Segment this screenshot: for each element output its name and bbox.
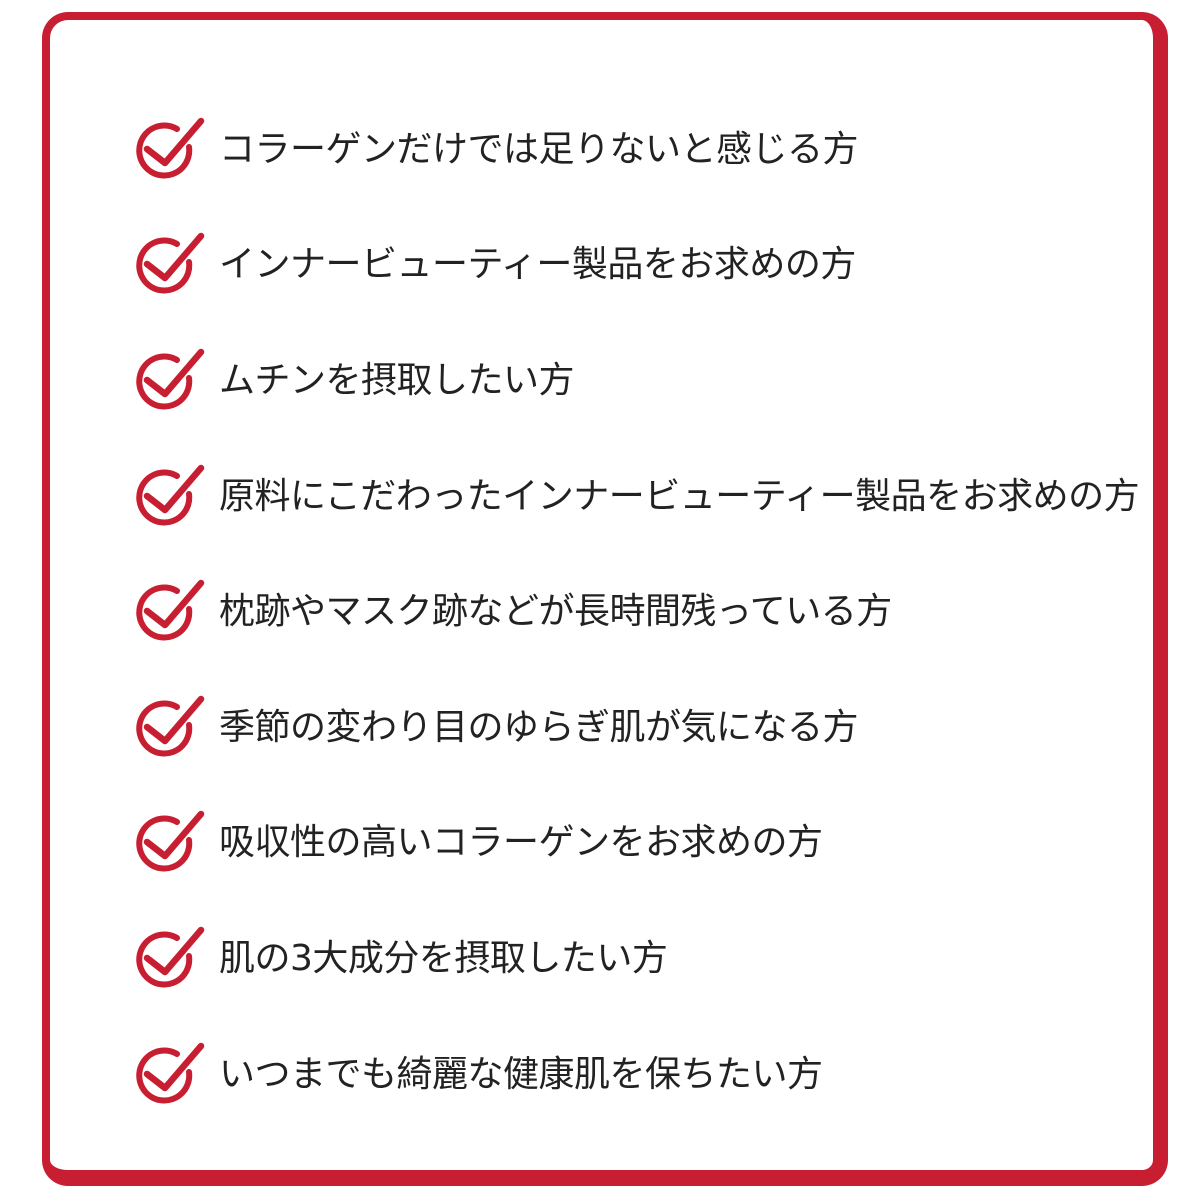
check-circle-icon (136, 348, 205, 410)
checklist-item: 肌の3大成分を摂取したい方 (133, 901, 1139, 1017)
check-circle-icon (136, 117, 205, 179)
checklist-item-label: 肌の3大成分を摂取したい方 (219, 937, 668, 979)
checklist-item-label: 枕跡やマスク跡などが長時間残っている方 (219, 591, 892, 633)
checklist-item: インナービューティー製品をお求めの方 (133, 208, 1139, 324)
checklist-item: いつまでも綺麗な健康肌を保ちたい方 (133, 1017, 1139, 1133)
check-circle-icon (136, 1042, 205, 1103)
checklist-item-label: ムチンを摂取したい方 (219, 359, 575, 401)
checklist-item-label: 季節の変わり目のゆらぎ肌が気になる方 (219, 706, 859, 748)
checklist-item-label: 原料にこだわったインナービューティー製品をお求めの方 (219, 475, 1140, 517)
checklist-item: 枕跡やマスク跡などが長時間残っている方 (133, 554, 1139, 670)
checklist-item-label: いつまでも綺麗な健康肌を保ちたい方 (219, 1053, 823, 1095)
checklist-item-label: コラーゲンだけでは足りないと感じる方 (219, 128, 859, 170)
check-circle-icon (136, 464, 205, 526)
checklist-card (42, 12, 1168, 1186)
checklist: コラーゲンだけでは足りないと感じる方 インナービューティー製品をお求めの方 ムチ… (133, 92, 1140, 1133)
check-circle-icon (136, 233, 205, 294)
checklist-item: ムチンを摂取したい方 (133, 323, 1139, 439)
checklist-item-label: 吸収性の高いコラーゲンをお求めの方 (219, 822, 823, 864)
check-circle-icon (136, 811, 205, 872)
check-circle-icon (136, 926, 205, 988)
check-circle-icon (136, 695, 205, 757)
checklist-item: 原料にこだわったインナービューティー製品をお求めの方 (133, 439, 1140, 555)
checklist-item: 吸収性の高いコラーゲンをお求めの方 (133, 786, 1139, 902)
checklist-item: コラーゲンだけでは足りないと感じる方 (133, 92, 1139, 208)
checklist-item-label: インナービューティー製品をお求めの方 (219, 244, 856, 286)
checklist-item: 季節の変わり目のゆらぎ肌が気になる方 (133, 670, 1139, 786)
check-circle-icon (136, 579, 205, 641)
